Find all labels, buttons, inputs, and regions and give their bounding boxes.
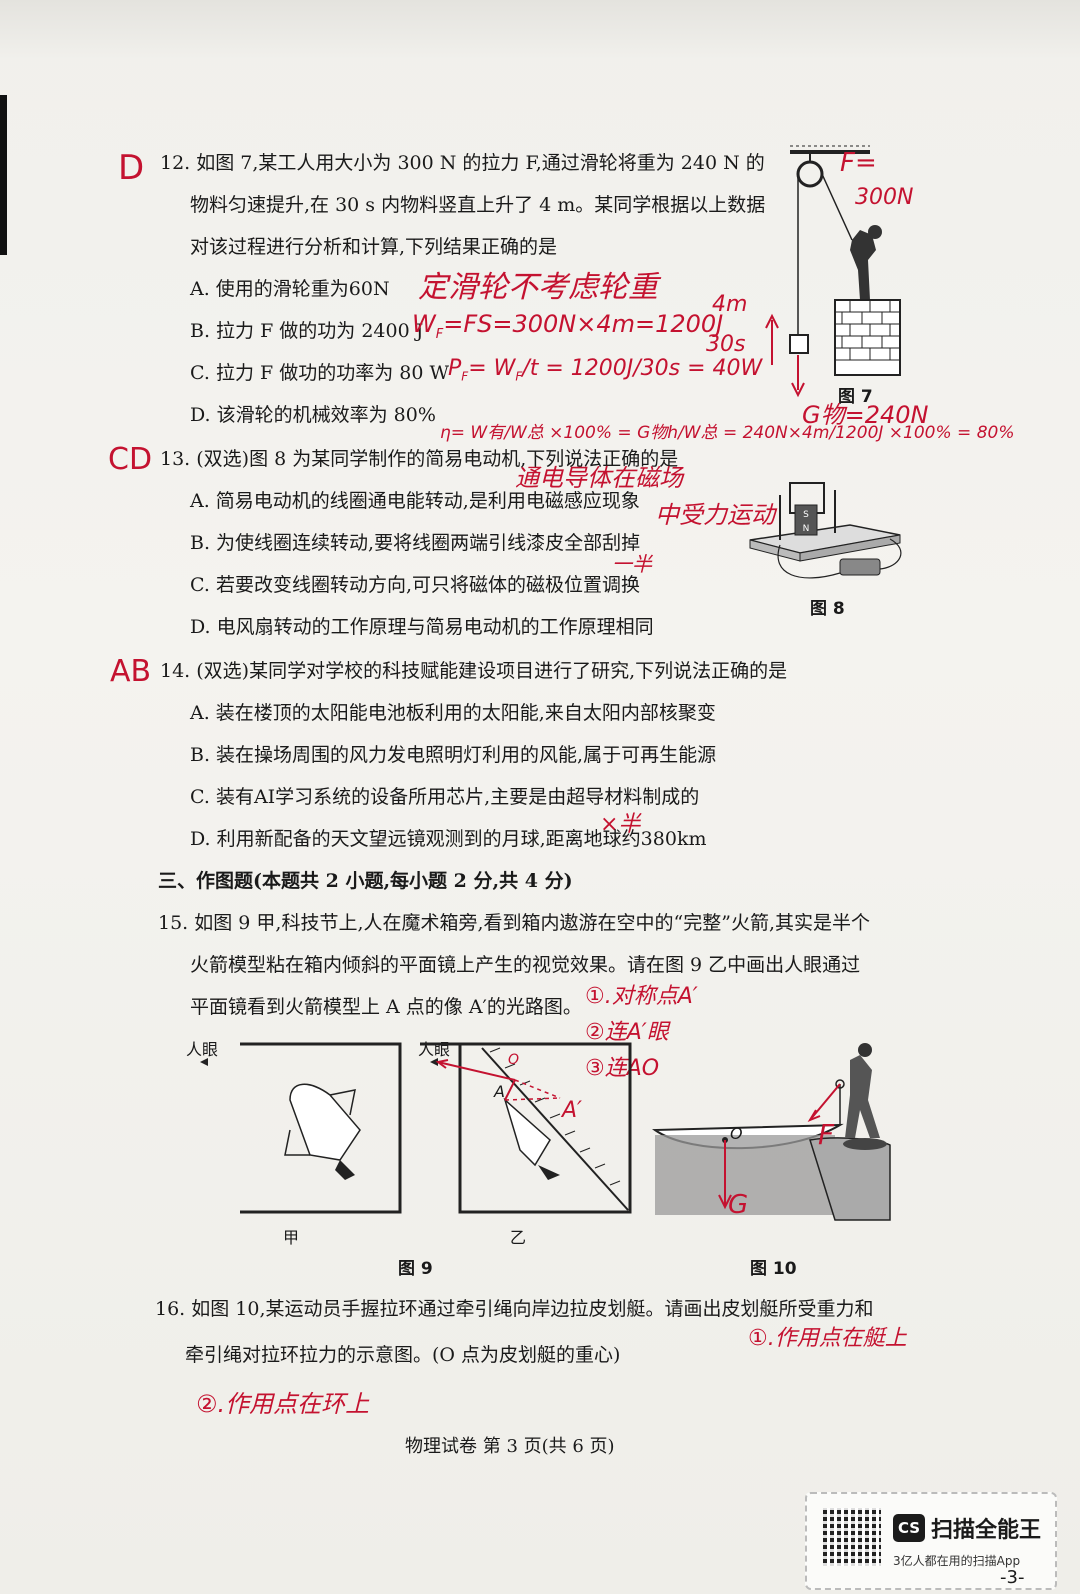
camscanner-logo-icon: CS: [893, 1514, 925, 1542]
figure-10-kayak: [651, 1043, 891, 1221]
qr-code-icon: [823, 1508, 881, 1566]
q14-note-c: ×半: [600, 812, 641, 837]
q13-option-c: C. 若要改变线圈转动方向,可只将磁体的磁极位置调换: [190, 574, 640, 596]
q12-stem-line3: 对该过程进行分析和计算,下列结果正确的是: [190, 236, 558, 258]
figure-10-caption: 图 10: [750, 1259, 797, 1279]
q14-option-c: C. 装有AI学习系统的设备所用芯片,主要是由超导材料制成的: [190, 786, 700, 808]
fig7-note-height: 4m: [712, 292, 748, 317]
figure-9-caption: 图 9: [398, 1259, 433, 1279]
q12-note-d: η= W有/W总 ×100% = G物h/W总 = 240N×4m/1200J …: [440, 423, 1015, 443]
q12-note-a: 定滑轮不考虑轮重: [418, 270, 658, 305]
fig10-label-g: G: [728, 1190, 749, 1220]
q14-answer: AB: [110, 654, 152, 689]
q13-stem: 13. (双选)图 8 为某同学制作的简易电动机,下列说法正确的是: [160, 448, 679, 470]
q15-step3: ③连AO: [585, 1056, 660, 1081]
q15-step1: ①.对称点A′: [585, 984, 698, 1009]
q12-note-b: WF=FS=300N×4m=1200J: [412, 310, 724, 342]
q13-option-d: D. 电风扇转动的工作原理与简易电动机的工作原理相同: [190, 616, 654, 638]
q15-line1: 15. 如图 9 甲,科技节上,人在魔术箱旁,看到箱内遨游在空中的“完整”火箭,…: [158, 912, 871, 934]
figure-7-caption: 图 7: [838, 387, 873, 407]
q13-option-a: A. 简易电动机的线圈通电能转动,是利用电磁感应现象: [190, 490, 640, 512]
page-footer: 物理试卷 第 3 页(共 6 页): [405, 1436, 615, 1457]
figure-8-motor: S N: [749, 482, 902, 579]
q15-line3: 平面镜看到火箭模型上 A 点的像 A′的光路图。: [190, 996, 582, 1018]
fig9-jia-eye-label: 人眼: [186, 1040, 219, 1059]
figure-7-pulley: [765, 145, 901, 398]
fig10-point-o: O: [730, 1124, 743, 1143]
fig7-note-f-value: 300N: [855, 185, 914, 210]
q13-note-b: 一半: [612, 552, 652, 576]
q12-option-a: A. 使用的滑轮重为60N: [190, 278, 390, 300]
fig7-note-time: 30s: [706, 332, 746, 357]
q12-option-d: D. 该滑轮的机械效率为 80%: [190, 404, 436, 426]
fig9-point-a-image: A′: [562, 1098, 583, 1123]
q14-option-d: D. 利用新配备的天文望远镜观测到的月球,距离地球约380km: [190, 828, 707, 850]
q14-stem: 14. (双选)某同学对学校的科技赋能建设项目进行了研究,下列说法正确的是: [160, 660, 788, 682]
q13-answer: CD: [108, 442, 153, 477]
figure-8-caption: 图 8: [810, 599, 845, 619]
page-top-shadow: [0, 0, 1080, 60]
q12-answer: D: [118, 148, 145, 188]
scanner-watermark: CS 扫描全能王 3亿人都在用的扫描App: [805, 1492, 1057, 1590]
fig9-point-o: O: [508, 1052, 520, 1068]
magnet-s-pole: S: [803, 510, 809, 520]
q15-line2: 火箭模型粘在箱内倾斜的平面镜上产生的视觉效果。请在图 9 乙中画出人眼通过: [190, 954, 861, 976]
q14-option-a: A. 装在楼顶的太阳能电池板利用的太阳能,来自太阳内部核聚变: [190, 702, 716, 724]
q12-stem-line2: 物料匀速提升,在 30 s 内物料竖直上升了 4 m。某同学根据以上数据: [190, 194, 766, 216]
magnet-n-pole: N: [803, 524, 810, 534]
fig9-jia-label: 甲: [283, 1228, 300, 1247]
q12-stem-line1: 12. 如图 7,某工人用大小为 300 N 的拉力 F,通过滑轮将重为 240…: [160, 152, 765, 174]
page-number: -3-: [1000, 1567, 1025, 1588]
fig7-note-g: G物=240N: [802, 401, 929, 429]
figure-9-yi: [420, 1042, 632, 1214]
scanner-app-name: 扫描全能王: [931, 1518, 1042, 1543]
section-3-heading: 三、作图题(本题共 2 小题,每小题 2 分,共 4 分): [158, 870, 573, 892]
q16-line2: 牵引绳对拉环拉力的示意图。(O 点为皮划艇的重心): [185, 1344, 621, 1366]
q15-step2: ②连A′眼: [585, 1020, 669, 1045]
figure-9-jia: [200, 1042, 402, 1214]
q16-line1: 16. 如图 10,某运动员手握拉环通过牵引绳向岸边拉皮划艇。请画出皮划艇所受重…: [155, 1298, 874, 1320]
q14-option-b: B. 装在操场周围的风力发电照明灯利用的风能,属于可再生能源: [190, 744, 717, 766]
q13-option-b: B. 为使线圈连续转动,要将线圈两端引线漆皮全部刮掉: [190, 532, 641, 554]
fig7-note-f: F=: [840, 148, 877, 178]
fig9-point-a: A: [494, 1082, 505, 1101]
fig10-label-f: F: [818, 1118, 835, 1151]
q16-note1: ①.作用点在艇上: [748, 1326, 907, 1351]
q12-option-c: C. 拉力 F 做功的功率为 80 W: [190, 362, 449, 384]
q12-note-c: PF= WF/t = 1200J/30s = 40W: [448, 356, 763, 384]
q16-note2: ②.作用点在环上: [196, 1390, 370, 1418]
fig9-yi-label: 乙: [510, 1228, 527, 1247]
q12-option-b: B. 拉力 F 做的功为 2400 J: [190, 320, 424, 342]
scan-edge: [0, 95, 7, 255]
q13-note-a2: 中受力运动: [655, 501, 775, 529]
q13-note-a1: 通电导体在磁场: [515, 464, 683, 492]
scanner-slogan: 3亿人都在用的扫描App: [893, 1554, 1021, 1568]
